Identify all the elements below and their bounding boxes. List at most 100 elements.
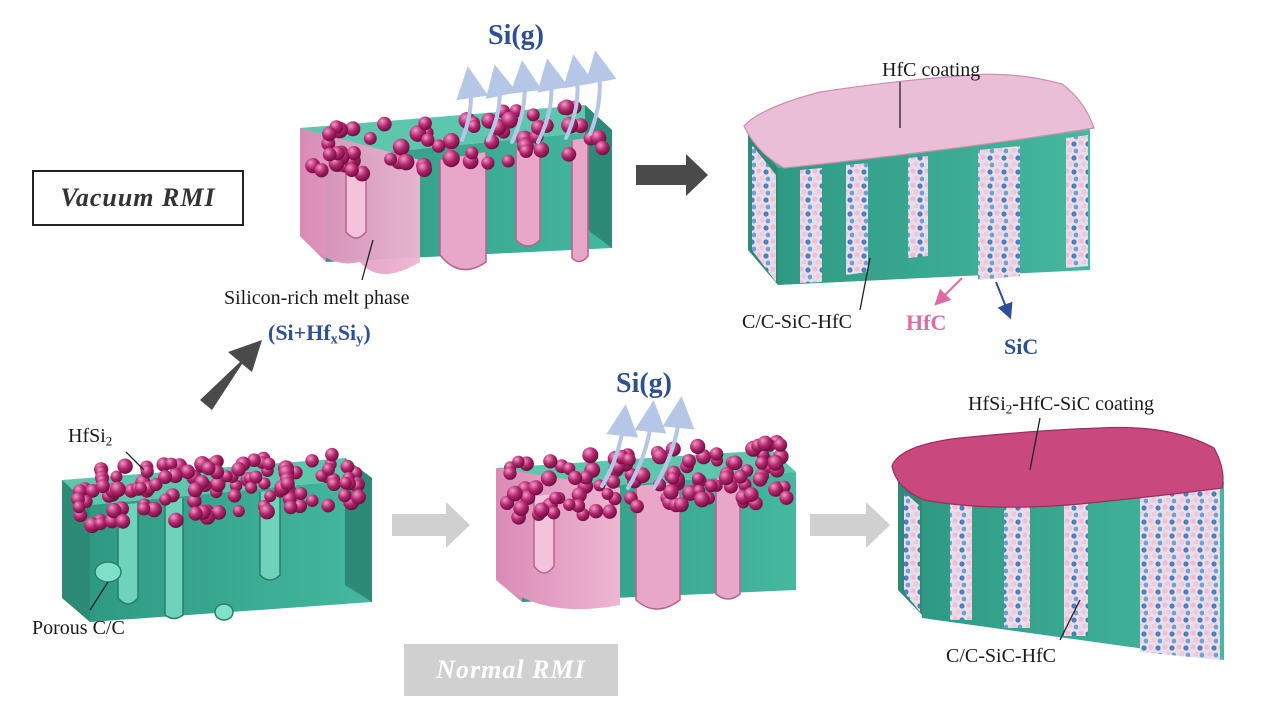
hfsi2-sphere xyxy=(465,146,479,160)
hfsi2-sphere xyxy=(159,493,172,506)
arrow-normal-2 xyxy=(810,502,890,548)
hfsi2-sphere xyxy=(392,138,410,156)
hfsi2-sphere xyxy=(768,481,784,497)
process-arrows xyxy=(200,154,890,548)
hfsi2-sphere xyxy=(322,126,337,142)
hfsi2-sphere xyxy=(146,501,162,518)
hfsi2-sphere xyxy=(165,457,178,470)
hfsi2-sphere xyxy=(262,457,276,471)
hfsi2-sphere xyxy=(533,142,550,158)
hfsi2-sphere xyxy=(158,470,173,485)
hfsi2-sphere xyxy=(314,163,329,178)
hfsi2-sphere xyxy=(140,464,154,478)
hfsi2-sphere xyxy=(322,462,335,476)
hfsi2-sphere xyxy=(694,491,710,508)
hfsi2-sphere xyxy=(137,502,151,516)
hfsi2-sphere xyxy=(630,499,644,514)
hfsi2-sphere xyxy=(666,472,680,485)
hfsi2-sphere xyxy=(595,140,610,156)
hfsi2-sphere xyxy=(85,484,100,498)
hfsi2-sphere xyxy=(690,438,706,455)
hfsi2-sphere xyxy=(582,447,599,464)
hfsi2-sphere xyxy=(346,146,361,161)
hfsi2-sphere xyxy=(280,476,295,491)
hfsi2-sphere xyxy=(652,448,668,465)
si-hfxsiy-label: (Si+HfxSiy) xyxy=(268,320,371,348)
hfsi2-sphere xyxy=(306,494,319,508)
hfsi2-sphere xyxy=(134,482,147,494)
hfsi2-sphere xyxy=(663,484,679,500)
hfsi2-sphere xyxy=(338,488,352,503)
hfsi2-sphere xyxy=(704,479,718,493)
hfsi2-sphere xyxy=(247,453,261,468)
hfsi2-sphere xyxy=(588,504,604,519)
hfsi2-sphere xyxy=(481,156,495,170)
normal-rmi-label: Normal RMI xyxy=(404,644,618,696)
hfsi2-sphere xyxy=(322,147,337,162)
vapor-arrows-top xyxy=(456,50,617,144)
hfsi2-sphere xyxy=(752,472,768,487)
hfsi2-sphere xyxy=(773,438,788,452)
hfsi2-sphere xyxy=(506,485,523,502)
hfsi2-sphere xyxy=(339,476,352,490)
ccsichfc-top-label: C/C-SiC-HfC xyxy=(742,311,853,333)
hfsi2-sphere xyxy=(779,490,794,505)
hfsi2-sphere xyxy=(709,447,724,461)
hfsi2-sphere xyxy=(345,121,361,137)
vacuum-melt-block xyxy=(300,99,612,274)
hfsi2-sphere xyxy=(602,504,617,519)
hfsi2-sphere xyxy=(606,475,621,489)
vacuum-rmi-label: Vacuum RMI xyxy=(32,170,244,226)
hfsi2-sphere xyxy=(283,500,298,515)
hfsi2-sphere xyxy=(718,470,734,486)
hfsi2-sphere xyxy=(681,454,696,468)
hfsi2-sphere xyxy=(571,487,587,503)
si-gas-bottom-label: Si(g) xyxy=(616,368,672,399)
hfsi2-sphere xyxy=(363,131,377,145)
hfsi2-sphere xyxy=(327,477,341,492)
hfsi2-sphere xyxy=(563,498,576,511)
si-gas-top-label: Si(g) xyxy=(488,20,544,51)
hfsi2-sphere xyxy=(416,161,432,177)
hfsi2-sphere xyxy=(231,462,246,477)
hfsi2-sphere xyxy=(519,144,533,158)
hfsi2-sphere xyxy=(377,116,392,132)
arrow-to-vacuum xyxy=(200,340,262,410)
hfsi2-sphere xyxy=(431,139,446,153)
hfsi2-sphere xyxy=(115,514,131,529)
hfsi2-sphere xyxy=(443,132,460,150)
leader-lines xyxy=(89,82,1081,641)
hfsi2-sphere xyxy=(513,500,529,517)
hfsi2-sphere xyxy=(180,464,195,480)
hfsi2-sphere xyxy=(757,435,773,451)
porous-cc-block xyxy=(62,447,372,622)
hfsi2-sphere xyxy=(622,453,636,467)
hfsi2-sphere xyxy=(117,458,133,474)
hfsi2-sphere xyxy=(691,472,705,485)
hfsi2-sphere xyxy=(72,500,86,514)
hfsi2-sphere xyxy=(549,491,562,505)
hfsi2-sphere xyxy=(467,120,481,133)
hfsi2-sphere xyxy=(259,503,275,520)
sic-label: SiC xyxy=(1004,334,1039,359)
hfsi2-sphere xyxy=(561,146,577,162)
hfsi2-sphere xyxy=(543,454,558,469)
hfsi2-sphere xyxy=(397,153,415,171)
hfsi2-sphere xyxy=(187,493,202,509)
hfsi2-sphere xyxy=(526,108,540,122)
hfsi2-sphere xyxy=(245,481,258,494)
hfsi2-sphere xyxy=(442,150,460,168)
ccsichfc-bottom-label: C/C-SiC-HfC xyxy=(946,645,1057,667)
hfsi2-sphere xyxy=(533,502,550,518)
hfsi2-sphere xyxy=(673,497,689,513)
hfsi2-sphere xyxy=(264,490,277,503)
hfsi2-sphere xyxy=(227,489,242,503)
hfsi2-sphere xyxy=(503,466,517,480)
hfsi2-sphere xyxy=(187,482,203,498)
hfsi2-label: HfSi2 xyxy=(68,425,113,449)
hfsi2-sphere xyxy=(96,479,110,494)
hfsi2-sphere xyxy=(351,489,366,505)
arrow-vacuum-to-coated xyxy=(636,154,708,196)
hfsi2-sphere xyxy=(249,470,263,484)
